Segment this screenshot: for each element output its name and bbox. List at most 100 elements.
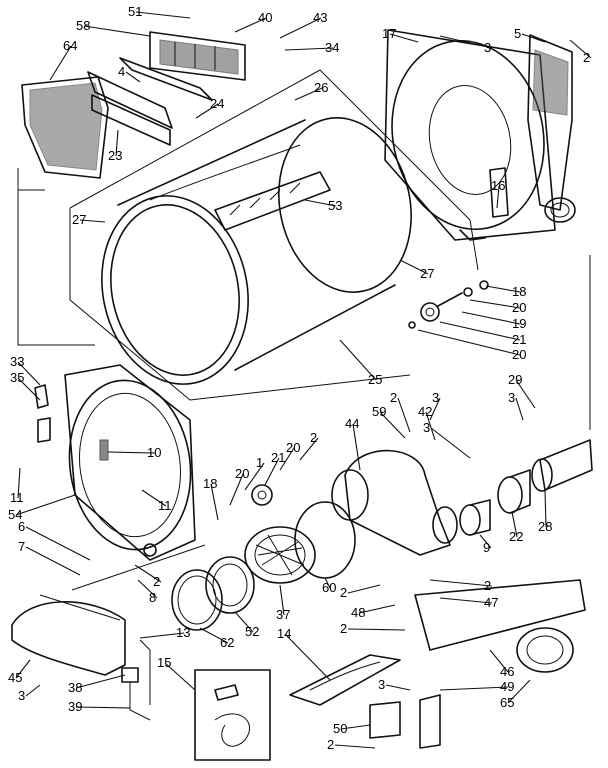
leader-line [397,397,411,433]
callout-label: 54 [8,507,22,522]
drum-bearing-parts [408,280,489,329]
callout-label: 28 [538,519,552,534]
callout-label: 35 [10,370,24,385]
callout-label: 21 [512,332,526,347]
leader-line [264,457,280,486]
leader-line [429,579,493,587]
leader-line [210,483,219,521]
callout-label: 8 [149,590,156,605]
callout-label: 7 [18,539,25,554]
leader-line [496,185,500,209]
leader-lines [15,11,592,749]
callout-label: 48 [351,605,365,620]
callout-label: 64 [63,38,77,53]
leader-line [17,361,41,386]
leader-line [17,377,41,401]
callout-label: 2 [327,737,334,752]
callout-label: 24 [210,96,224,111]
leader-line [385,684,411,691]
leader-line [141,489,167,507]
callout-label: 3 [432,390,439,405]
callout-label: 18 [203,476,217,491]
leader-line [439,35,493,49]
blower-housing [331,449,458,556]
leader-line [485,285,521,293]
thermal-fuse-kit [194,669,271,761]
callout-label: 15 [157,655,171,670]
callout-label: 20 [235,466,249,481]
callout-label: 37 [276,607,290,622]
callout-label: 14 [277,626,291,641]
callout-label: 27 [420,266,434,281]
callout-label: 2 [153,574,160,589]
leader-line [279,447,295,471]
callout-label: 38 [68,680,82,695]
leader-line [17,467,21,499]
callout-label: 53 [328,198,342,213]
callout-label: 44 [345,416,359,431]
heater-assembly [289,579,586,749]
lint-duct-bracket [87,57,213,146]
blower-assembly [171,484,356,631]
leader-line [507,679,531,704]
leader-line [15,494,76,516]
leader-line [135,11,191,19]
callout-label: 2 [583,50,590,65]
wire-harness [121,639,151,721]
callout-label: 58 [76,18,90,33]
leader-line [299,437,319,461]
callout-label: 18 [512,284,526,299]
leader-line [83,25,151,37]
callout-label: 65 [500,695,514,710]
callout-label: 2 [340,585,347,600]
drum [101,117,412,385]
callout-label: 13 [176,625,190,640]
callout-label: 4 [118,64,125,79]
leader-line [379,411,406,439]
callout-label: 25 [368,372,382,387]
callout-label: 11 [10,490,24,505]
callout-label: 9 [483,540,490,555]
leader-line [234,17,267,33]
leader-line [429,397,441,421]
callout-label: 11 [158,498,172,513]
callout-label: 20 [512,347,526,362]
exhaust-duct [527,34,576,223]
leader-line [75,674,126,689]
leader-line [15,659,31,679]
callout-label: 47 [484,595,498,610]
callout-label: 3 [423,420,430,435]
leader-line [164,662,196,691]
leader-line [324,577,331,589]
callout-label: 29 [508,372,522,387]
callout-label: 20 [286,440,300,455]
leader-line [25,546,81,576]
leader-line [544,489,547,528]
callout-label: 33 [10,354,24,369]
leader-line [347,584,381,594]
callout-label: 3 [484,40,491,55]
callout-label: 22 [509,529,523,544]
leader-line [244,462,265,491]
callout-label: 1 [256,455,263,470]
door-switch [34,384,51,443]
callout-label: 5 [514,26,521,41]
leader-line [569,39,592,59]
leader-line [389,33,419,43]
callout-label: 52 [245,624,259,639]
callout-label: 27 [72,212,86,227]
callout-label: 3 [508,390,515,405]
callout-label: 34 [325,40,339,55]
leader-line [25,684,41,697]
leader-line [439,597,493,604]
leader-line [284,47,334,51]
leader-line [115,129,119,157]
leader-line [75,706,131,709]
callout-label: 59 [372,404,386,419]
toe-panel [11,594,126,676]
leader-line [199,627,229,644]
leader-line [358,604,396,614]
leader-line [279,584,285,616]
